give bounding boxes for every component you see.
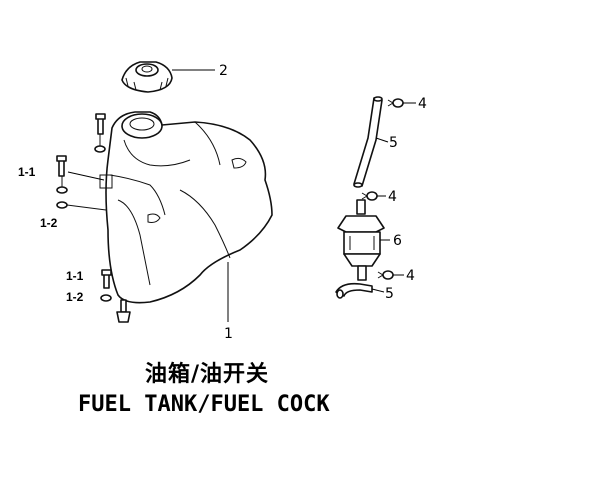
clip-top <box>387 98 404 108</box>
hose-bottom <box>335 282 373 299</box>
lower-bolt <box>100 269 131 323</box>
callout-clip-mid: 4 <box>388 189 397 205</box>
callout-clip-bottom: 4 <box>406 268 415 284</box>
leader-hose-bottom <box>371 288 385 293</box>
title-english: FUEL TANK/FUEL COCK <box>78 392 330 417</box>
fuel-cap <box>121 61 173 93</box>
callout-washer-lower: 1-2 <box>66 290 84 304</box>
callout-bolt-upper: 1-1 <box>18 165 36 179</box>
fuel-tank <box>99 111 273 304</box>
callout-hose-top: 5 <box>389 135 398 151</box>
callout-cap: 2 <box>219 63 228 79</box>
upper-bolt <box>56 113 107 211</box>
fuel-filter <box>337 199 385 281</box>
callout-clip-top: 4 <box>418 96 427 112</box>
clip-mid <box>361 191 378 201</box>
callout-bolt-lower: 1-1 <box>66 269 84 283</box>
title-chinese: 油箱/油开关 <box>145 362 270 387</box>
leader-hose-top <box>375 137 389 143</box>
clip-bottom <box>377 270 394 280</box>
callout-hose-bottom: 5 <box>385 286 394 302</box>
callout-filter: 6 <box>393 233 402 249</box>
callout-tank: 1 <box>224 326 233 342</box>
leader-bolt-upper <box>67 171 105 181</box>
callout-washer-upper: 1-2 <box>40 216 58 230</box>
hose-top <box>353 96 383 188</box>
